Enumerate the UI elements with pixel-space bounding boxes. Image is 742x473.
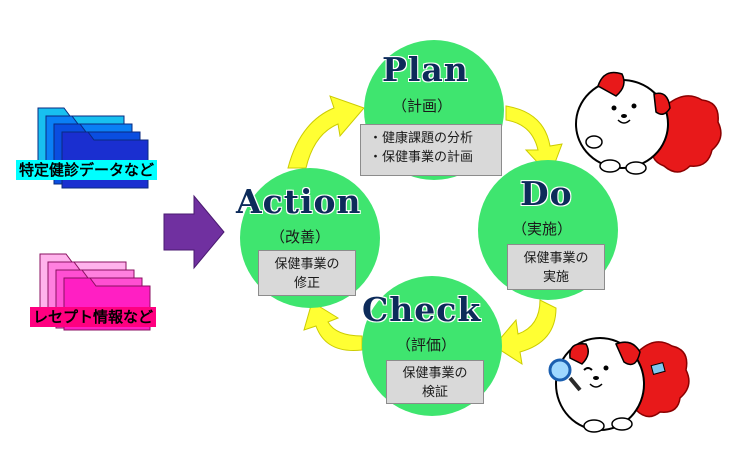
action-line-1: 保健事業の	[274, 257, 340, 272]
label-receipt-info: レセプト情報など	[30, 307, 157, 327]
input-arrow	[163, 194, 225, 270]
check-title: Check	[362, 290, 482, 329]
action-line-2: 修正	[293, 276, 320, 291]
plan-title: Plan	[382, 50, 469, 89]
do-detail-box: 保健事業の 実施	[507, 244, 605, 290]
plan-line-1: ・健康課題の分析	[369, 131, 474, 146]
do-line-1: 保健事業の	[523, 251, 589, 266]
do-line-2: 実施	[542, 270, 569, 285]
label-health-checkup-data: 特定健診データなど	[16, 160, 158, 180]
check-detail-box: 保健事業の 検証	[386, 360, 484, 404]
check-subtitle: （評価）	[396, 336, 457, 354]
check-line-2: 検証	[421, 385, 448, 400]
do-title: Do	[520, 174, 573, 213]
arrow-action-to-plan	[287, 95, 365, 169]
plan-subtitle: （計画）	[392, 97, 453, 115]
action-detail-box: 保健事業の 修正	[258, 250, 356, 296]
plan-line-2: ・保健事業の計画	[369, 150, 474, 165]
action-title: Action	[236, 182, 362, 221]
mascot-dog-icon	[575, 71, 722, 175]
mascot-dog-icon	[555, 337, 690, 433]
check-line-1: 保健事業の	[402, 366, 468, 381]
do-subtitle: （実施）	[512, 220, 573, 238]
magnifier-icon	[548, 358, 582, 392]
action-subtitle: （改善）	[270, 228, 331, 246]
arrow-check-to-action	[303, 301, 363, 351]
plan-detail-box: ・健康課題の分析 ・保健事業の計画	[360, 124, 502, 176]
arrow-do-to-check	[493, 299, 557, 366]
